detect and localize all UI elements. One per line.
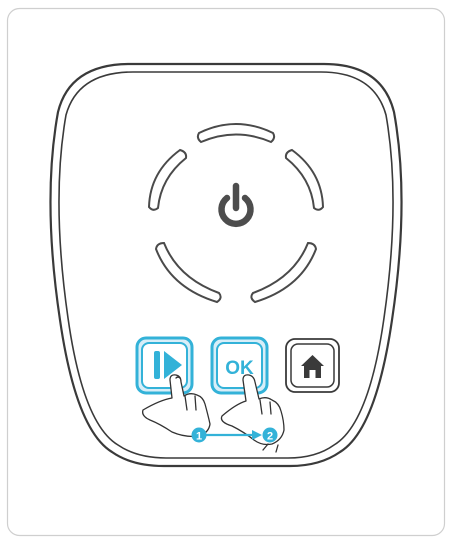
step-number-2: 2 bbox=[267, 431, 273, 443]
step-marker-1: 1 bbox=[192, 428, 207, 443]
step-marker-2: 2 bbox=[263, 428, 278, 443]
ok-button[interactable]: OK bbox=[212, 338, 267, 393]
step-number-1: 1 bbox=[196, 431, 202, 443]
home-button[interactable] bbox=[286, 339, 339, 392]
play-button[interactable] bbox=[137, 338, 192, 393]
